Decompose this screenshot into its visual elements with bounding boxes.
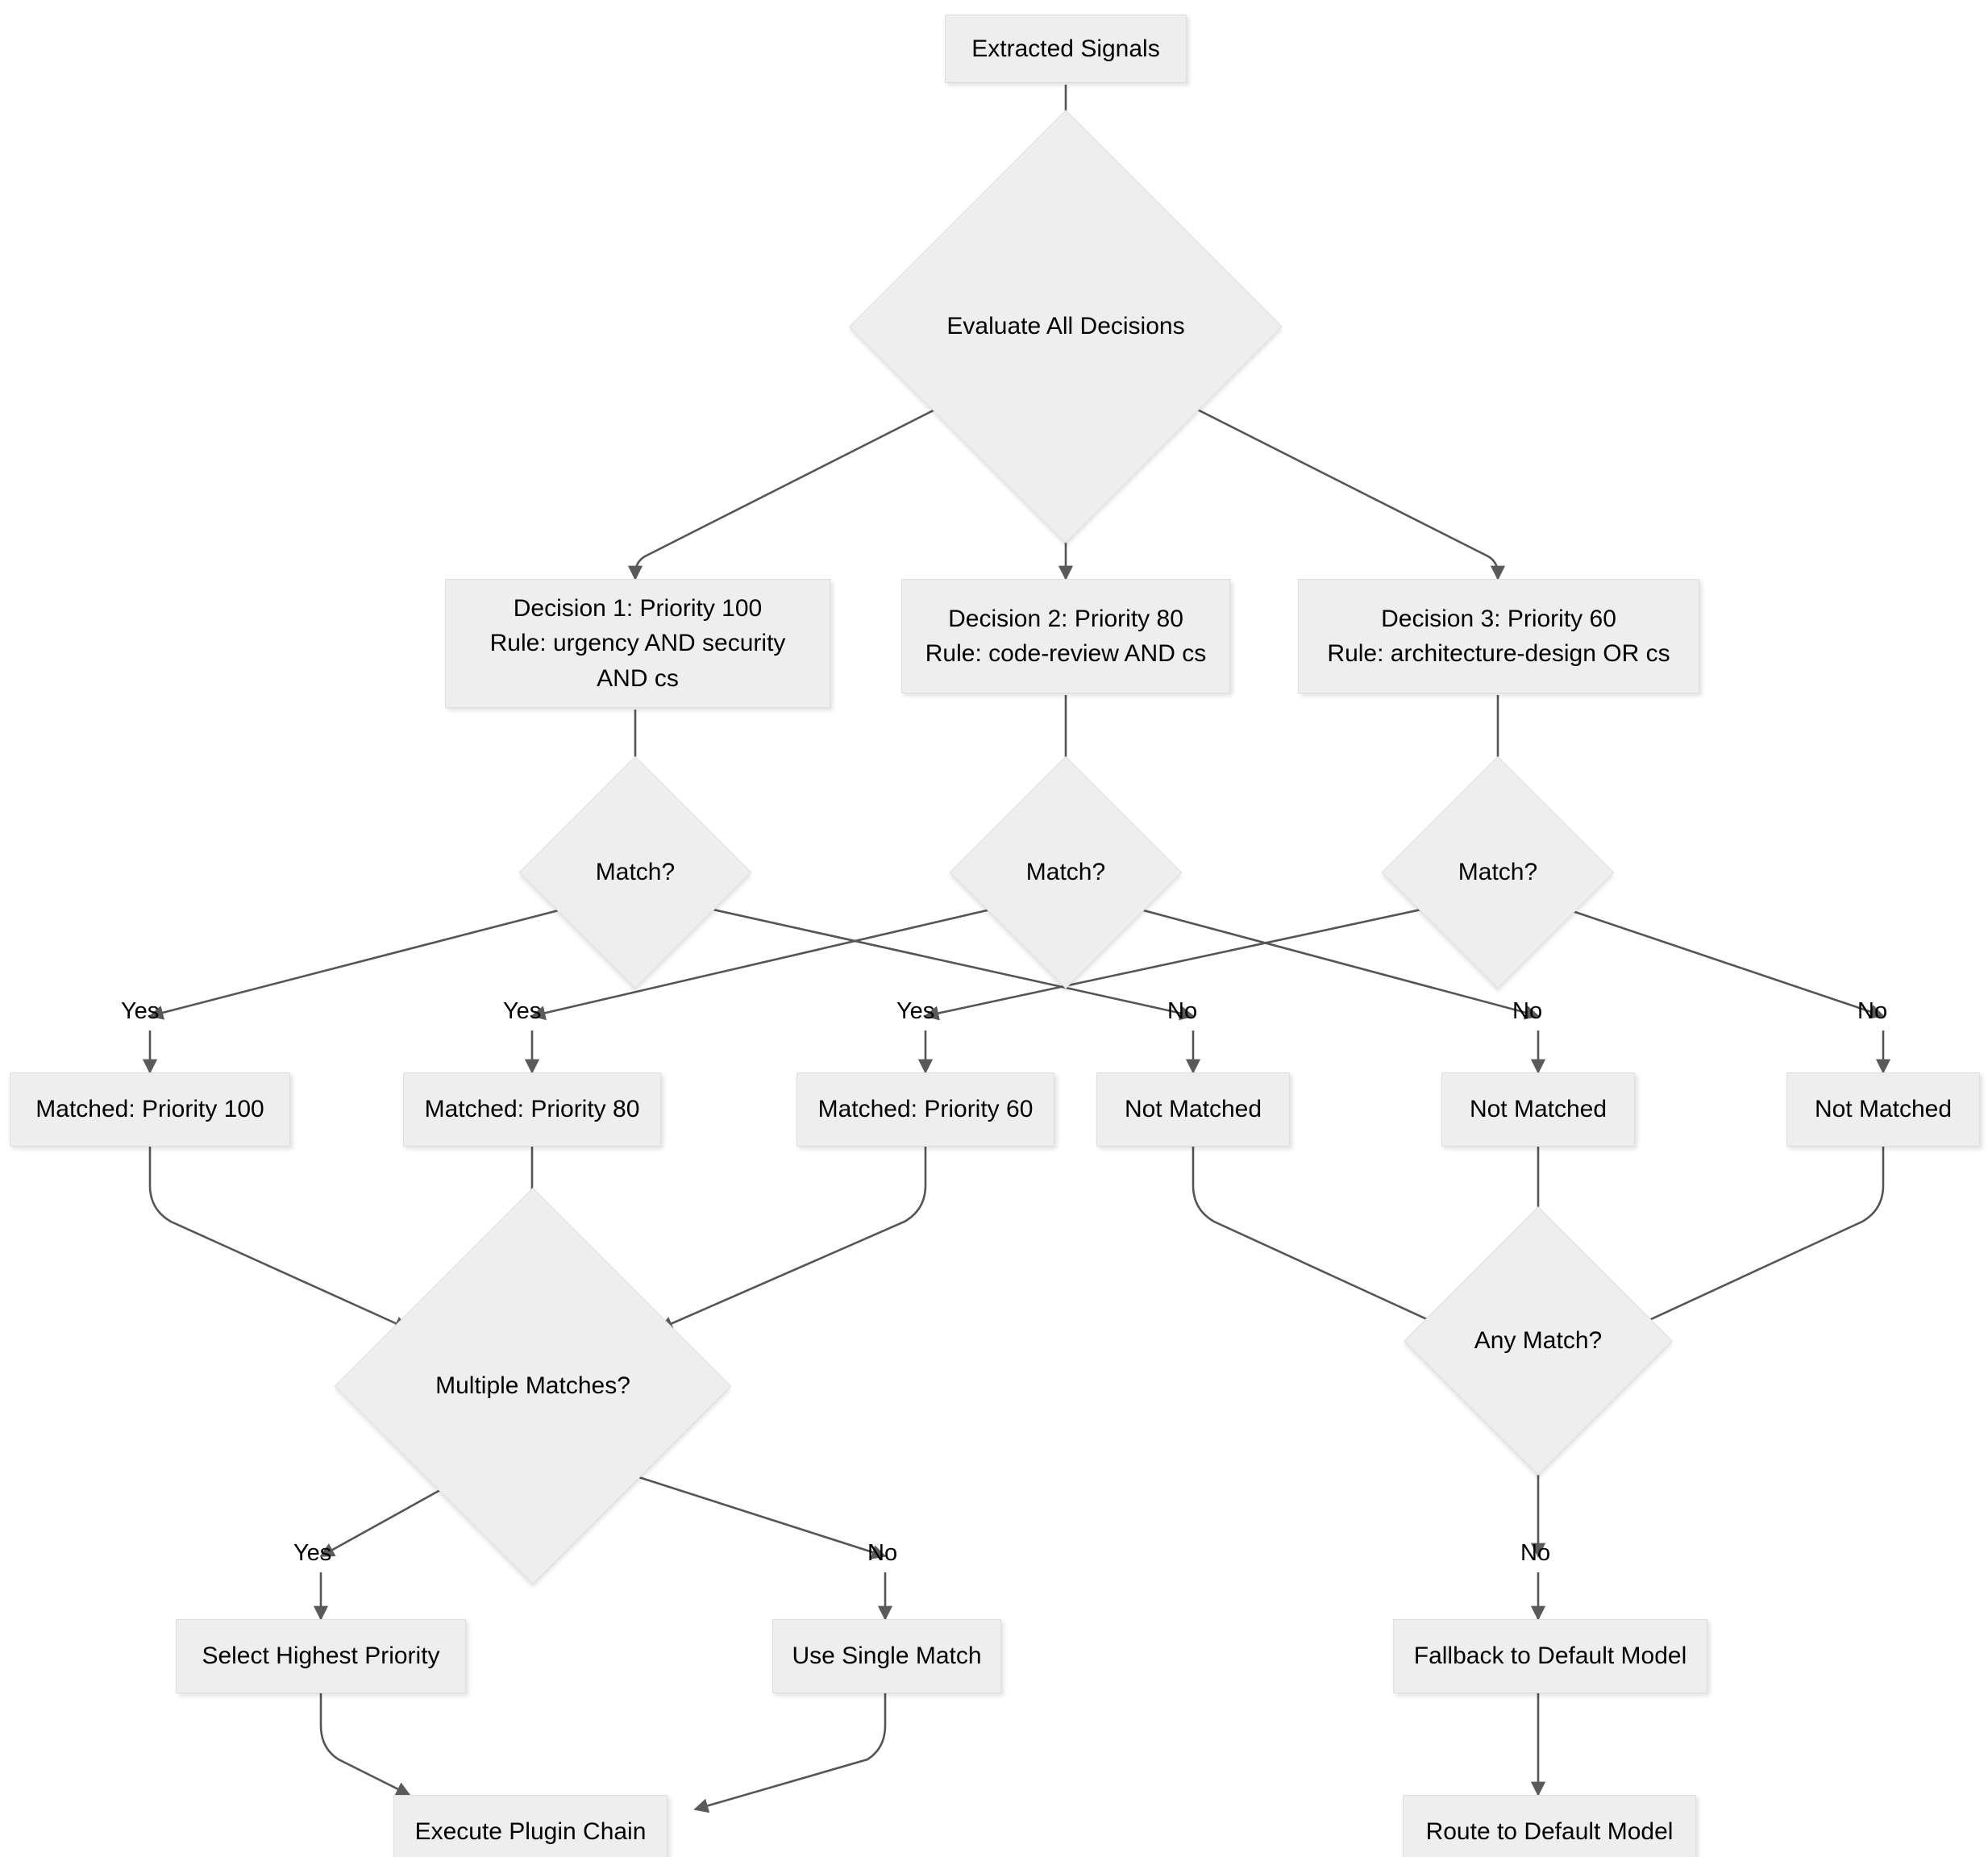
node-fallback-to-default-model[interactable]: Fallback to Default Model [1393,1619,1707,1693]
node-label: Matched: Priority 80 [424,1096,640,1123]
edge-label-yes-2: Yes [503,998,542,1024]
node-label: Matched: Priority 60 [817,1096,1034,1123]
node-evaluate-all-decisions[interactable]: Evaluate All Decisions [849,110,1283,543]
edge-label-yes-3: Yes [896,998,935,1024]
node-label: Evaluate All Decisions [946,313,1185,339]
node-select-highest-priority[interactable]: Select Highest Priority [176,1619,466,1693]
decision-1-line-3: AND cs [597,664,679,692]
node-extracted-signals[interactable]: Extracted Signals [945,15,1187,83]
edge-label-multiple-yes: Yes [293,1540,332,1566]
edge-usesingle-to-execute [693,1693,887,1813]
node-label: Any Match? [1474,1327,1603,1354]
decision-1-line-1: Decision 1: Priority 100 [513,594,763,622]
node-use-single-match[interactable]: Use Single Match [772,1619,1001,1693]
node-label: Match? [595,859,676,885]
edge-label-yes-1: Yes [121,998,160,1024]
node-label: Use Single Match [792,1643,982,1670]
node-label: Matched: Priority 100 [35,1096,264,1123]
node-label: Select Highest Priority [202,1643,440,1670]
node-label: Extracted Signals [971,35,1160,62]
node-decision-2[interactable]: Decision 2: Priority 80 Rule: code-revie… [901,579,1230,693]
node-label: Execute Plugin Chain [414,1818,647,1846]
node-not-matched-2[interactable]: Not Matched [1441,1072,1635,1147]
node-label: Not Matched [1469,1096,1607,1123]
node-execute-plugin-chain[interactable]: Execute Plugin Chain [393,1795,668,1857]
decision-2-line-2: Rule: code-review AND cs [925,640,1207,667]
decision-1-line-2: Rule: urgency AND security [489,630,786,657]
edge-label-multiple-no: No [867,1540,898,1566]
node-not-matched-1[interactable]: Not Matched [1096,1072,1290,1147]
node-matched-priority-100[interactable]: Matched: Priority 100 [10,1072,290,1147]
edge-notmatched3-to-any [1628,1147,1885,1330]
node-label: Multiple Matches? [435,1372,630,1399]
edge-label-no-3: No [1857,998,1888,1024]
edge-match3-no [1555,904,1885,1019]
node-label: Match? [1458,859,1538,885]
node-match-1[interactable]: Match? [518,756,752,989]
edge-matched60-to-multiple [658,1147,927,1330]
node-label: Not Matched [1814,1096,1953,1123]
decision-3-line-1: Decision 3: Priority 60 [1381,605,1616,632]
edge-label-any-no: No [1520,1540,1551,1566]
edge-select-to-execute [319,1693,411,1797]
edge-notmatched1-to-any [1192,1147,1449,1330]
node-not-matched-3[interactable]: Not Matched [1786,1072,1980,1147]
edge-label-no-1: No [1167,998,1198,1024]
node-decision-3[interactable]: Decision 3: Priority 60 Rule: architectu… [1298,579,1699,693]
node-match-3[interactable]: Match? [1381,756,1615,989]
node-match-2[interactable]: Match? [949,756,1183,989]
node-multiple-matches[interactable]: Multiple Matches? [334,1187,732,1585]
node-label: Not Matched [1124,1096,1262,1123]
node-decision-1[interactable]: Decision 1: Priority 100 Rule: urgency A… [445,579,830,708]
edge-matched100-to-multiple [148,1147,410,1330]
node-label: Match? [1025,859,1106,885]
node-matched-priority-80[interactable]: Matched: Priority 80 [403,1072,661,1147]
decision-2-line-1: Decision 2: Priority 80 [948,605,1183,632]
node-label: Fallback to Default Model [1413,1643,1687,1670]
node-route-to-default-model[interactable]: Route to Default Model [1403,1795,1696,1857]
edge-label-no-2: No [1512,998,1543,1024]
node-label: Route to Default Model [1425,1818,1674,1846]
node-matched-priority-60[interactable]: Matched: Priority 60 [796,1072,1054,1147]
node-any-match[interactable]: Any Match? [1404,1206,1673,1476]
decision-3-line-2: Rule: architecture-design OR cs [1327,640,1670,667]
